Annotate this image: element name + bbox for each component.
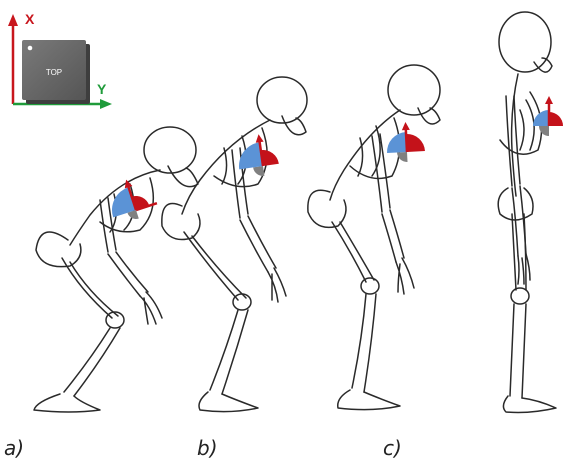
sensor-up-arrowhead <box>401 122 409 130</box>
caption-a: a) <box>4 436 24 460</box>
skeleton-d <box>498 12 556 413</box>
skull <box>499 12 551 72</box>
jaw <box>168 166 198 187</box>
x-axis-label: X <box>25 11 35 27</box>
sensor-up-arrowhead <box>255 134 264 143</box>
sensor-up-arrowhead <box>545 96 553 104</box>
femur <box>184 232 246 300</box>
sensor-red-wedge <box>406 133 425 152</box>
sensor-grey-wedge <box>253 166 264 177</box>
tibia <box>510 304 526 398</box>
jaw <box>534 58 552 72</box>
sensor-blue-wedge <box>236 142 263 169</box>
spine <box>512 74 518 196</box>
x-axis-arrowhead <box>8 14 18 26</box>
foot <box>503 396 556 413</box>
tibia <box>64 328 120 396</box>
sensor-grey-wedge <box>397 152 408 163</box>
caption-c: c) <box>383 436 402 460</box>
femur <box>332 222 374 282</box>
chip-label: TOP <box>46 68 62 77</box>
pelvis <box>162 204 200 240</box>
y-axis-label: Y <box>97 81 107 97</box>
caption-b: b) <box>197 436 218 460</box>
skeleton-c <box>308 65 440 410</box>
forearm <box>240 216 276 272</box>
orientation-legend: X Y TOP <box>8 11 112 109</box>
foot <box>338 390 400 410</box>
y-axis-arrowhead <box>100 99 112 109</box>
sensor-blue-wedge <box>386 132 407 153</box>
jaw <box>282 116 306 135</box>
sensor-red-wedge <box>549 112 563 126</box>
knee <box>233 294 251 310</box>
sensor-blue-wedge <box>533 110 549 126</box>
sensor-indicator-c <box>385 121 425 163</box>
skeleton-a <box>34 127 198 412</box>
hand <box>396 258 414 294</box>
tibia <box>352 294 376 392</box>
skull <box>144 127 196 173</box>
forearm <box>382 210 404 262</box>
chip-pin1-dot <box>28 46 33 51</box>
sensor-indicator-b <box>235 132 280 179</box>
sensor-up-arrow <box>406 128 407 152</box>
knee <box>361 278 379 294</box>
tibia <box>210 310 248 394</box>
foot <box>199 392 258 412</box>
foot <box>34 394 100 412</box>
sensor-grey-wedge <box>539 126 549 136</box>
skull <box>388 65 440 115</box>
hand <box>140 292 162 324</box>
spine <box>330 110 400 200</box>
skeleton-b <box>162 77 307 412</box>
hand <box>518 254 530 284</box>
hand <box>268 268 286 302</box>
knee <box>511 288 529 304</box>
femur <box>62 258 118 318</box>
forearm <box>108 252 148 296</box>
sensor-indicator-d <box>533 96 563 136</box>
